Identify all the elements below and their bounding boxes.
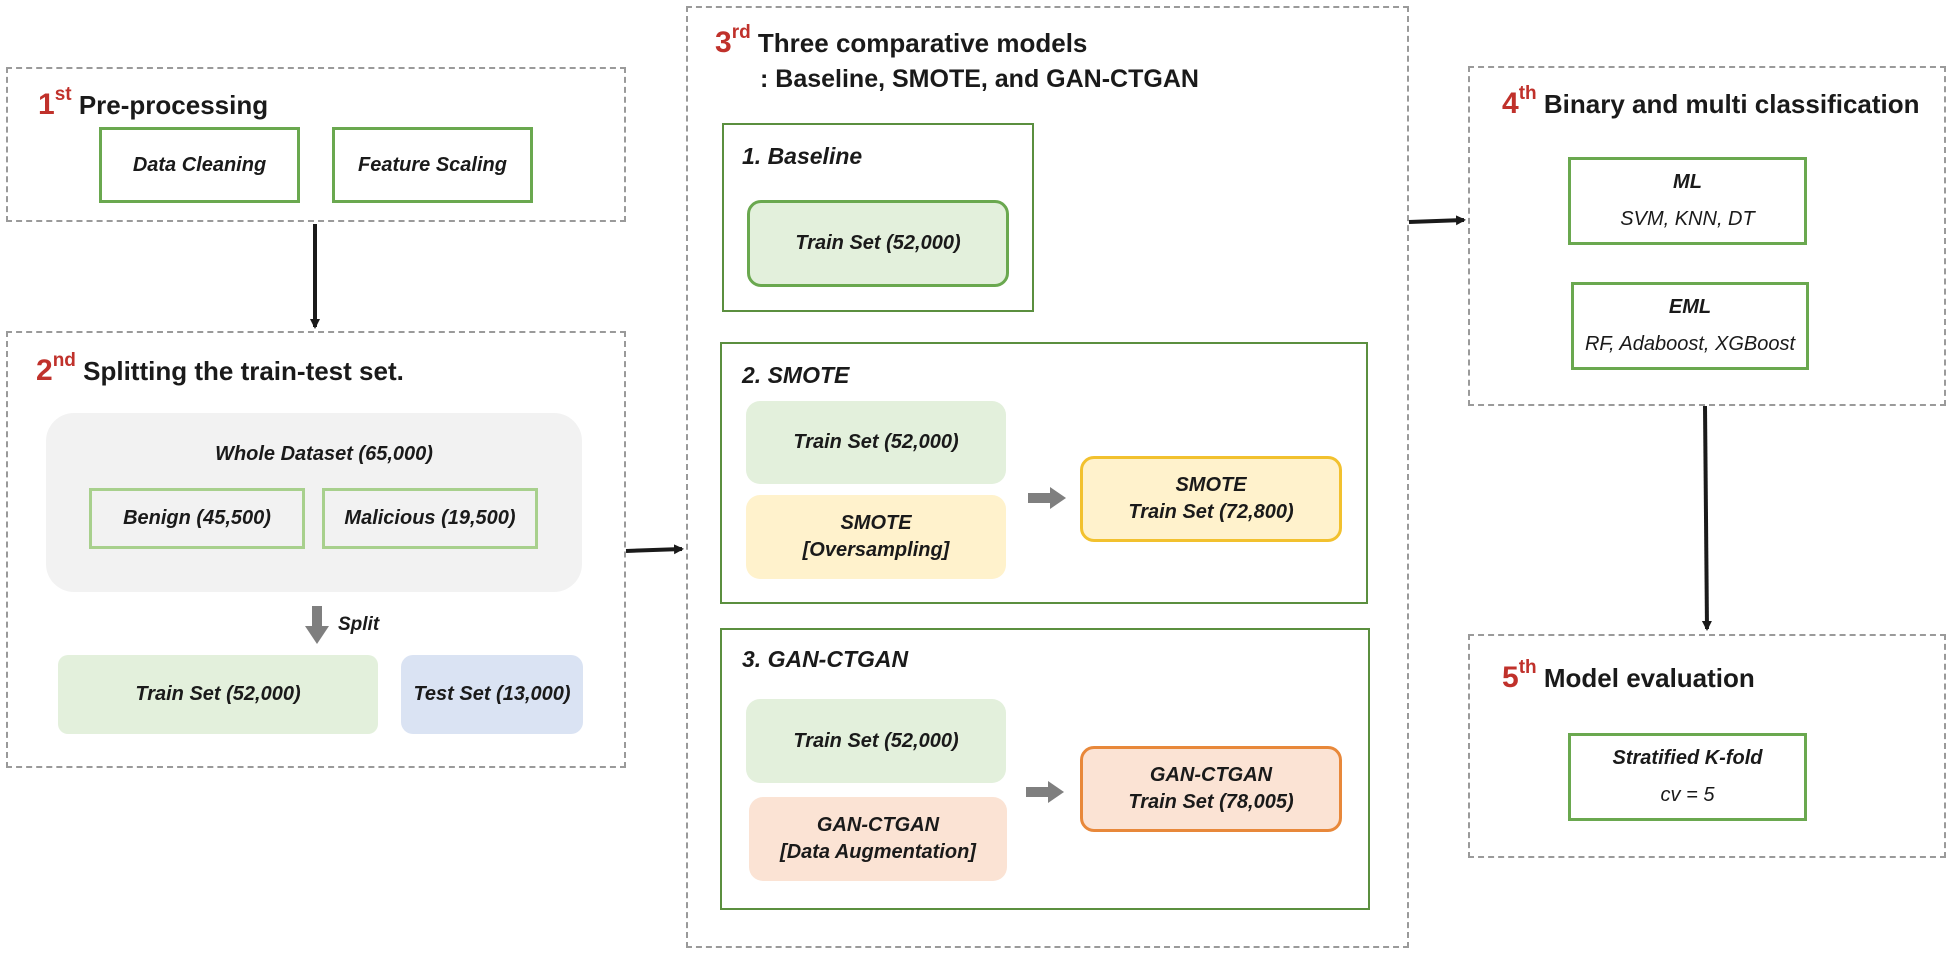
gan-train-box: Train Set (52,000)	[746, 699, 1006, 783]
stage-2-split: 2nd Splitting the train-test set.	[6, 331, 626, 768]
evaluation-method-box: Stratified K-fold cv = 5	[1568, 733, 1807, 821]
split-label: Split	[338, 614, 380, 635]
smote-result-box: SMOTE Train Set (72,800)	[1080, 456, 1342, 542]
stage-4-classification: 4th Binary and multi classification	[1468, 66, 1946, 406]
stage-3-title: 3rd Three comparative models	[715, 22, 1088, 59]
baseline-panel: 1. Baseline	[722, 123, 1034, 312]
stage-1-title: 1st Pre-processing	[38, 84, 269, 121]
eml-box: EML RF, Adaboost, XGBoost	[1571, 282, 1809, 370]
arrow-stage2-to-stage3	[625, 544, 684, 555]
smote-panel: 2. SMOTE	[720, 342, 1368, 604]
gan-title: 3. GAN-CTGAN	[742, 646, 909, 672]
ml-box: ML SVM, KNN, DT	[1568, 157, 1807, 245]
train-set-box: Train Set (52,000)	[58, 655, 378, 734]
smote-title: 2. SMOTE	[742, 362, 850, 388]
benign-box: Benign (45,500)	[89, 488, 305, 549]
stage-3-models: 3rd Three comparative models : Baseline,…	[686, 6, 1409, 948]
split-arrow-icon	[305, 606, 329, 644]
stage-5-evaluation: 5th Model evaluation	[1468, 634, 1946, 858]
stage-5-title: 5th Model evaluation	[1502, 657, 1755, 694]
gan-method-box: GAN-CTGAN [Data Augmentation]	[749, 797, 1007, 881]
test-set-box: Test Set (13,000)	[401, 655, 583, 734]
smote-arrow-icon	[1028, 487, 1066, 509]
smote-train-box: Train Set (52,000)	[746, 401, 1006, 484]
baseline-title: 1. Baseline	[742, 143, 863, 169]
malicious-box: Malicious (19,500)	[322, 488, 538, 549]
smote-method-box: SMOTE [Oversampling]	[746, 495, 1006, 579]
gan-arrow-icon	[1026, 781, 1064, 803]
arrow-stage3-to-stage4	[1408, 215, 1466, 226]
gan-panel: 3. GAN-CTGAN	[720, 628, 1370, 910]
stage-2-title: 2nd Splitting the train-test set.	[36, 350, 404, 387]
stage-1-preprocessing: 1st Pre-processing	[6, 67, 626, 222]
stage-4-title: 4th Binary and multi classification	[1502, 83, 1920, 120]
whole-dataset-label: Whole Dataset (65,000)	[215, 442, 433, 465]
baseline-train-box: Train Set (52,000)	[747, 200, 1009, 287]
stage-3-subtitle: : Baseline, SMOTE, and GAN-CTGAN	[760, 65, 1199, 93]
data-cleaning-box: Data Cleaning	[99, 127, 300, 203]
arrow-stage4-to-stage5	[1701, 405, 1712, 631]
gan-result-box: GAN-CTGAN Train Set (78,005)	[1080, 746, 1342, 832]
feature-scaling-box: Feature Scaling	[332, 127, 533, 203]
